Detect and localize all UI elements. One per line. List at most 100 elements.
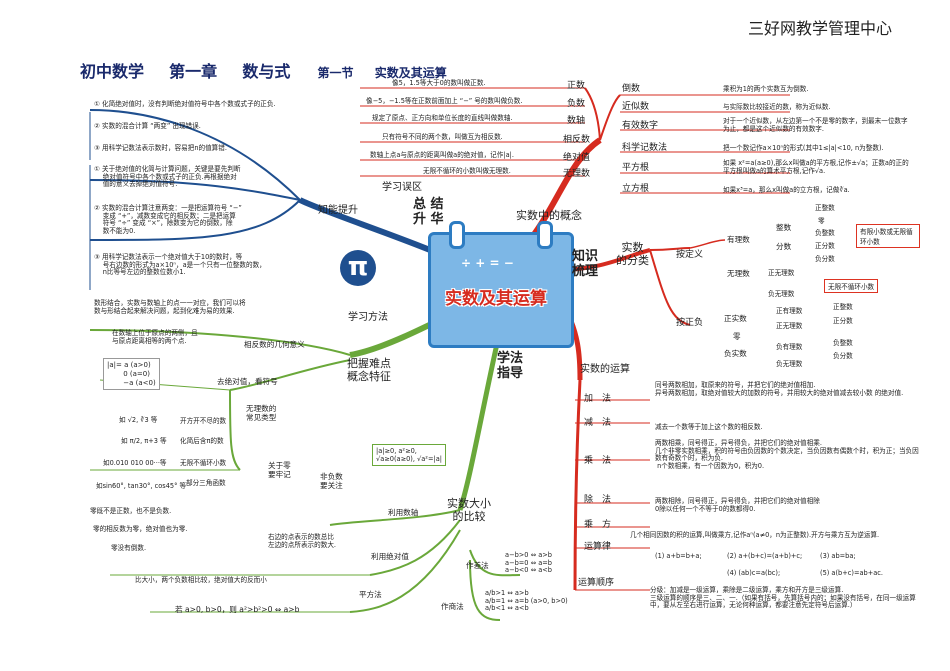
zero-1: 零既不是正数，也不是负数. xyxy=(90,507,172,515)
concept-sqrt-desc: 如果 x²=a(a≥0),那么x叫做a的平方根,记作±√a；正数a的正的平方根叫… xyxy=(723,159,909,175)
class-positive-integer: 正整数 xyxy=(815,204,835,212)
concept-reciprocal-desc: 乘积为1的两个实数互为倒数. xyxy=(723,85,809,93)
irr1-desc: 开方开不尽的数 xyxy=(180,417,227,425)
concept-sigfig-desc: 对于一个近似数，从左边第一个不是零的数字，到最末一位数字为止，都是这个近似数的有… xyxy=(723,117,908,133)
class-integer: 整数 xyxy=(776,223,792,232)
center-deco: ÷ + = − xyxy=(461,256,514,270)
title-subject: 初中数学 xyxy=(80,62,145,81)
page-title: 初中数学 第一章 数与式 第一节 实数及其运算 xyxy=(80,58,447,82)
concept-axis-name: 数轴 xyxy=(567,116,586,126)
concept-negative-name: 负数 xyxy=(567,99,586,109)
class-positive-fraction: 正分数 xyxy=(815,242,835,250)
irr3: 如0.010 010 00···等 xyxy=(103,459,167,467)
op-mul-desc: 两数相乘，同号得正，异号得负，并把它们的绝对值相乘. 几个非零实数相乘，积的符号… xyxy=(655,439,919,470)
branch-knowledge: 知识 梳理 xyxy=(572,249,599,279)
concept-opposite-desc: 只有符号不同的两个数，叫做互为相反数. xyxy=(382,133,503,141)
center-card: ÷ + = − 实数及其运算 xyxy=(428,221,574,348)
class-pos-irrational: 正无理数 xyxy=(776,322,803,330)
zero-3: 零没有倒数. xyxy=(111,544,147,552)
compare-abs: 利用绝对值 xyxy=(371,552,409,561)
mistake-2: ② 实数的混合计算 “两变” 出现错误. xyxy=(94,122,201,130)
compare-diff-desc: a−b>0 ⇔ a>b a−b=0 ⇔ a=b a−b<0 ⇔ a<b xyxy=(505,551,552,575)
center-main-label: 实数及其运算 xyxy=(445,289,547,309)
law-2: (2) a+(b+c)=(a+b)+c; xyxy=(727,552,803,560)
title-chapter: 第一章 xyxy=(169,62,218,81)
calendar-ring-right xyxy=(537,221,553,249)
class-by-definition: 按定义 xyxy=(676,250,704,260)
irr3-desc: 无限不循环小数 xyxy=(180,459,227,467)
class-negative-real: 负实数 xyxy=(724,349,747,358)
concept-positive-name: 正数 xyxy=(567,81,586,91)
op-laws-name: 运算律 xyxy=(584,542,612,552)
concept-cbrt-desc: 如果x³=a，那么x叫做a的立方根，记做∛a. xyxy=(723,186,850,194)
class-fraction: 分数 xyxy=(776,242,792,251)
concept-irrational-desc: 无限不循环的小数叫做无理数. xyxy=(423,167,511,175)
branch-study-method: 学习方法 xyxy=(348,312,388,323)
title-section: 第一节 xyxy=(317,66,354,80)
class-neg-rational: 负有理数 xyxy=(776,343,803,351)
branch-compare: 实数大小 的比较 xyxy=(447,497,491,523)
law-4: (4) (ab)c=a(bc); xyxy=(727,569,781,577)
op-order-name: 运算顺序 xyxy=(578,578,615,588)
concept-sci-name: 科学记数法 xyxy=(622,143,668,153)
law-1: (1) a+b=b+a; xyxy=(655,552,702,560)
concept-approx-name: 近似数 xyxy=(622,102,650,112)
concept-abs-name: 绝对值 xyxy=(563,153,591,163)
irrational-types: 无理数的 常见类型 xyxy=(246,404,277,422)
compare-abs-desc: 比大小，两个负数相比较，绝对值大的反而小 xyxy=(135,576,267,584)
concept-opposite-name: 相反数 xyxy=(563,135,591,145)
concept-positive-desc: 像5，1.5等大于0的数叫做正数. xyxy=(392,79,486,87)
concept-abs-desc: 数轴上点a与原点的距离叫做a的绝对值，记作|a|. xyxy=(370,151,514,159)
mistake-1: ① 化简绝对值时，没有判断绝对值符号中各个数或式子的正负. xyxy=(94,100,276,108)
opposite-geo: 相反数的几何意义 xyxy=(244,340,305,349)
title-section-topic: 实数及其运算 xyxy=(374,66,447,80)
concept-cbrt-name: 立方根 xyxy=(622,184,650,194)
concept-sigfig-name: 有效数字 xyxy=(622,121,659,131)
class-positive-real: 正实数 xyxy=(724,314,747,323)
compare-diff: 作差法 xyxy=(466,561,489,570)
class-rational: 有理数 xyxy=(727,235,750,244)
op-pow-name: 乘 方 xyxy=(584,520,612,530)
concept-negative-desc: 像−5，−1.5等在正数前面加上 “−” 号的数叫做负数. xyxy=(366,97,523,105)
op-pow-desc: 几个相同因数的积的运算,叫做乘方,记作aⁿ(a≠0，n为正整数).开方与乘方互为… xyxy=(630,531,880,539)
concept-approx-desc: 与实际数比较接近的数，称为近似数. xyxy=(723,103,831,111)
class-negative-fraction: 负分数 xyxy=(815,255,835,263)
nonneg-formula: |a|≥0, a²≥0, √a≥0(a≥0), √a²=|a| xyxy=(372,444,446,467)
nonneg: 非负数 要关注 xyxy=(320,472,343,490)
class-positive-irrational: 正无理数 xyxy=(768,269,795,277)
class-negative-irrational: 负无理数 xyxy=(768,290,795,298)
class-pos-rational: 正有理数 xyxy=(776,307,803,315)
class-irrational: 无理数 xyxy=(727,269,750,278)
branch-mistakes: 学习误区 xyxy=(382,182,422,193)
title-topic: 数与式 xyxy=(242,62,291,81)
compare-axis-desc: 右边的点表示的数总比 左边的点所表示的数大. xyxy=(268,533,337,549)
opposite-geo-desc: 在数轴上位于原点的两侧，且 与原点距离相等的两个点. xyxy=(112,329,198,345)
op-div-desc: 两数相除，同号得正，异号得负，并把它们的绝对值相除 0除以任何一个不等于0的数都… xyxy=(655,497,820,513)
concept-reciprocal-name: 倒数 xyxy=(622,84,641,94)
abs-formula: |a|= a (a>0) 0 (a=0) −a (a<0) xyxy=(103,358,160,391)
branch-classification: 实数 的分类 xyxy=(616,241,649,267)
class-zero: 零 xyxy=(818,217,825,225)
concept-irrational-name: 无理数 xyxy=(563,169,591,179)
law-3: (3) ab=ba; xyxy=(820,552,856,560)
compare-square-desc: 若 a>0, b>0，则 a²>b²>0 ⇔ a>b xyxy=(175,605,300,614)
class-pos-int: 正整数 xyxy=(833,303,853,311)
irr2-desc: 化简后含π的数 xyxy=(180,437,224,445)
pi-icon: π xyxy=(340,250,376,286)
law-5: (5) a(b+c)=ab+ac. xyxy=(820,569,883,577)
op-sub-name: 减 法 xyxy=(584,418,612,428)
op-sub-desc: 减去一个数等于加上这个数的相反数. xyxy=(655,423,763,431)
concept-sqrt-name: 平方根 xyxy=(622,163,650,173)
zero-notes: 关于零 要牢记 xyxy=(268,461,291,479)
branch-concepts: 实数中的概念 xyxy=(516,209,582,222)
ability-1: ① 关于绝对值的化简与计算问题，关键是要先判断 绝对值符号中各个数或式子的正负.… xyxy=(94,165,241,189)
note-infinite: 无限不循环小数 xyxy=(824,279,879,293)
compare-quot: 作商法 xyxy=(441,602,464,611)
irr2: 如 π/2, π+3 等 xyxy=(121,437,167,445)
branch-difficulty: 把握难点 概念特征 xyxy=(347,357,391,383)
op-add-desc: 同号两数相加，取原来的符号，并把它们的绝对值相加. 异号两数相加，取绝对值较大的… xyxy=(655,381,904,397)
watermark: 三好网教学管理中心 xyxy=(748,19,893,38)
zero-2: 零的相反数为零，绝对值也为零. xyxy=(93,525,188,533)
compare-axis: 利用数轴 xyxy=(388,508,419,517)
branch-summary: 总 结 升 华 xyxy=(413,197,444,227)
